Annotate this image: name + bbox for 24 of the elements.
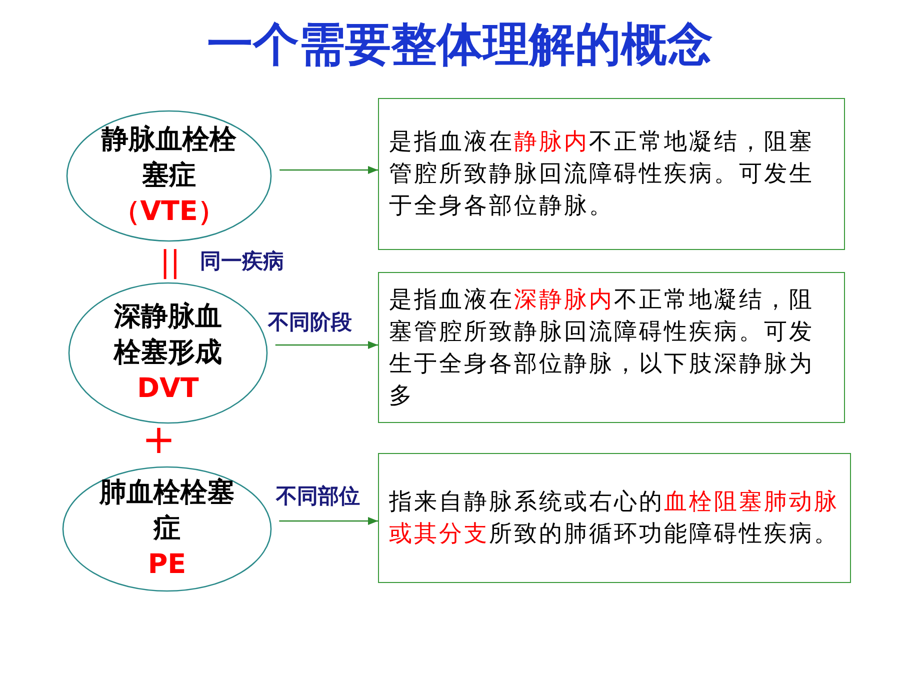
arrow [280,166,378,174]
definition-text: 指来自静脉系统或右心的血栓阻塞肺动脉或其分支所致的肺循环功能障碍性疾病。 [389,488,840,549]
abbreviation: DVT [137,372,199,406]
definition-text: 是指血液在静脉内不正常地凝结，阻塞管腔所致静脉回流障碍性疾病。可发生于全身各部位静脉。 [389,128,815,221]
definition-box [378,98,845,250]
node-title: 静脉血栓栓塞症 [100,123,238,193]
node-title: 深静脉血栓塞形成 [112,300,223,370]
arrow [279,517,378,525]
abbreviation: （VTE） [113,195,225,229]
definition-box [378,272,845,423]
definition-text: 是指血液在深静脉内不正常地凝结，阻塞管腔所致静脉回流障碍性疾病。可发生于全身各部位静脉，以下肢深静脉为多 [389,286,815,410]
ellipse-node [66,110,272,242]
edge-label: 不同阶段 [268,309,352,336]
relation-label: 同一疾病 [200,250,284,274]
ellipse-node [62,466,272,592]
abbreviation: PE [148,548,186,582]
definition-box [378,453,851,583]
equals-sign: || [160,246,180,279]
node-title: 肺血栓栓塞症 [98,476,236,546]
plus-sign: + [142,418,176,462]
ellipse-node [68,282,268,424]
arrow [275,341,378,349]
edge-label: 不同部位 [276,483,360,510]
title: 一个需要整体理解的概念 [206,16,714,73]
